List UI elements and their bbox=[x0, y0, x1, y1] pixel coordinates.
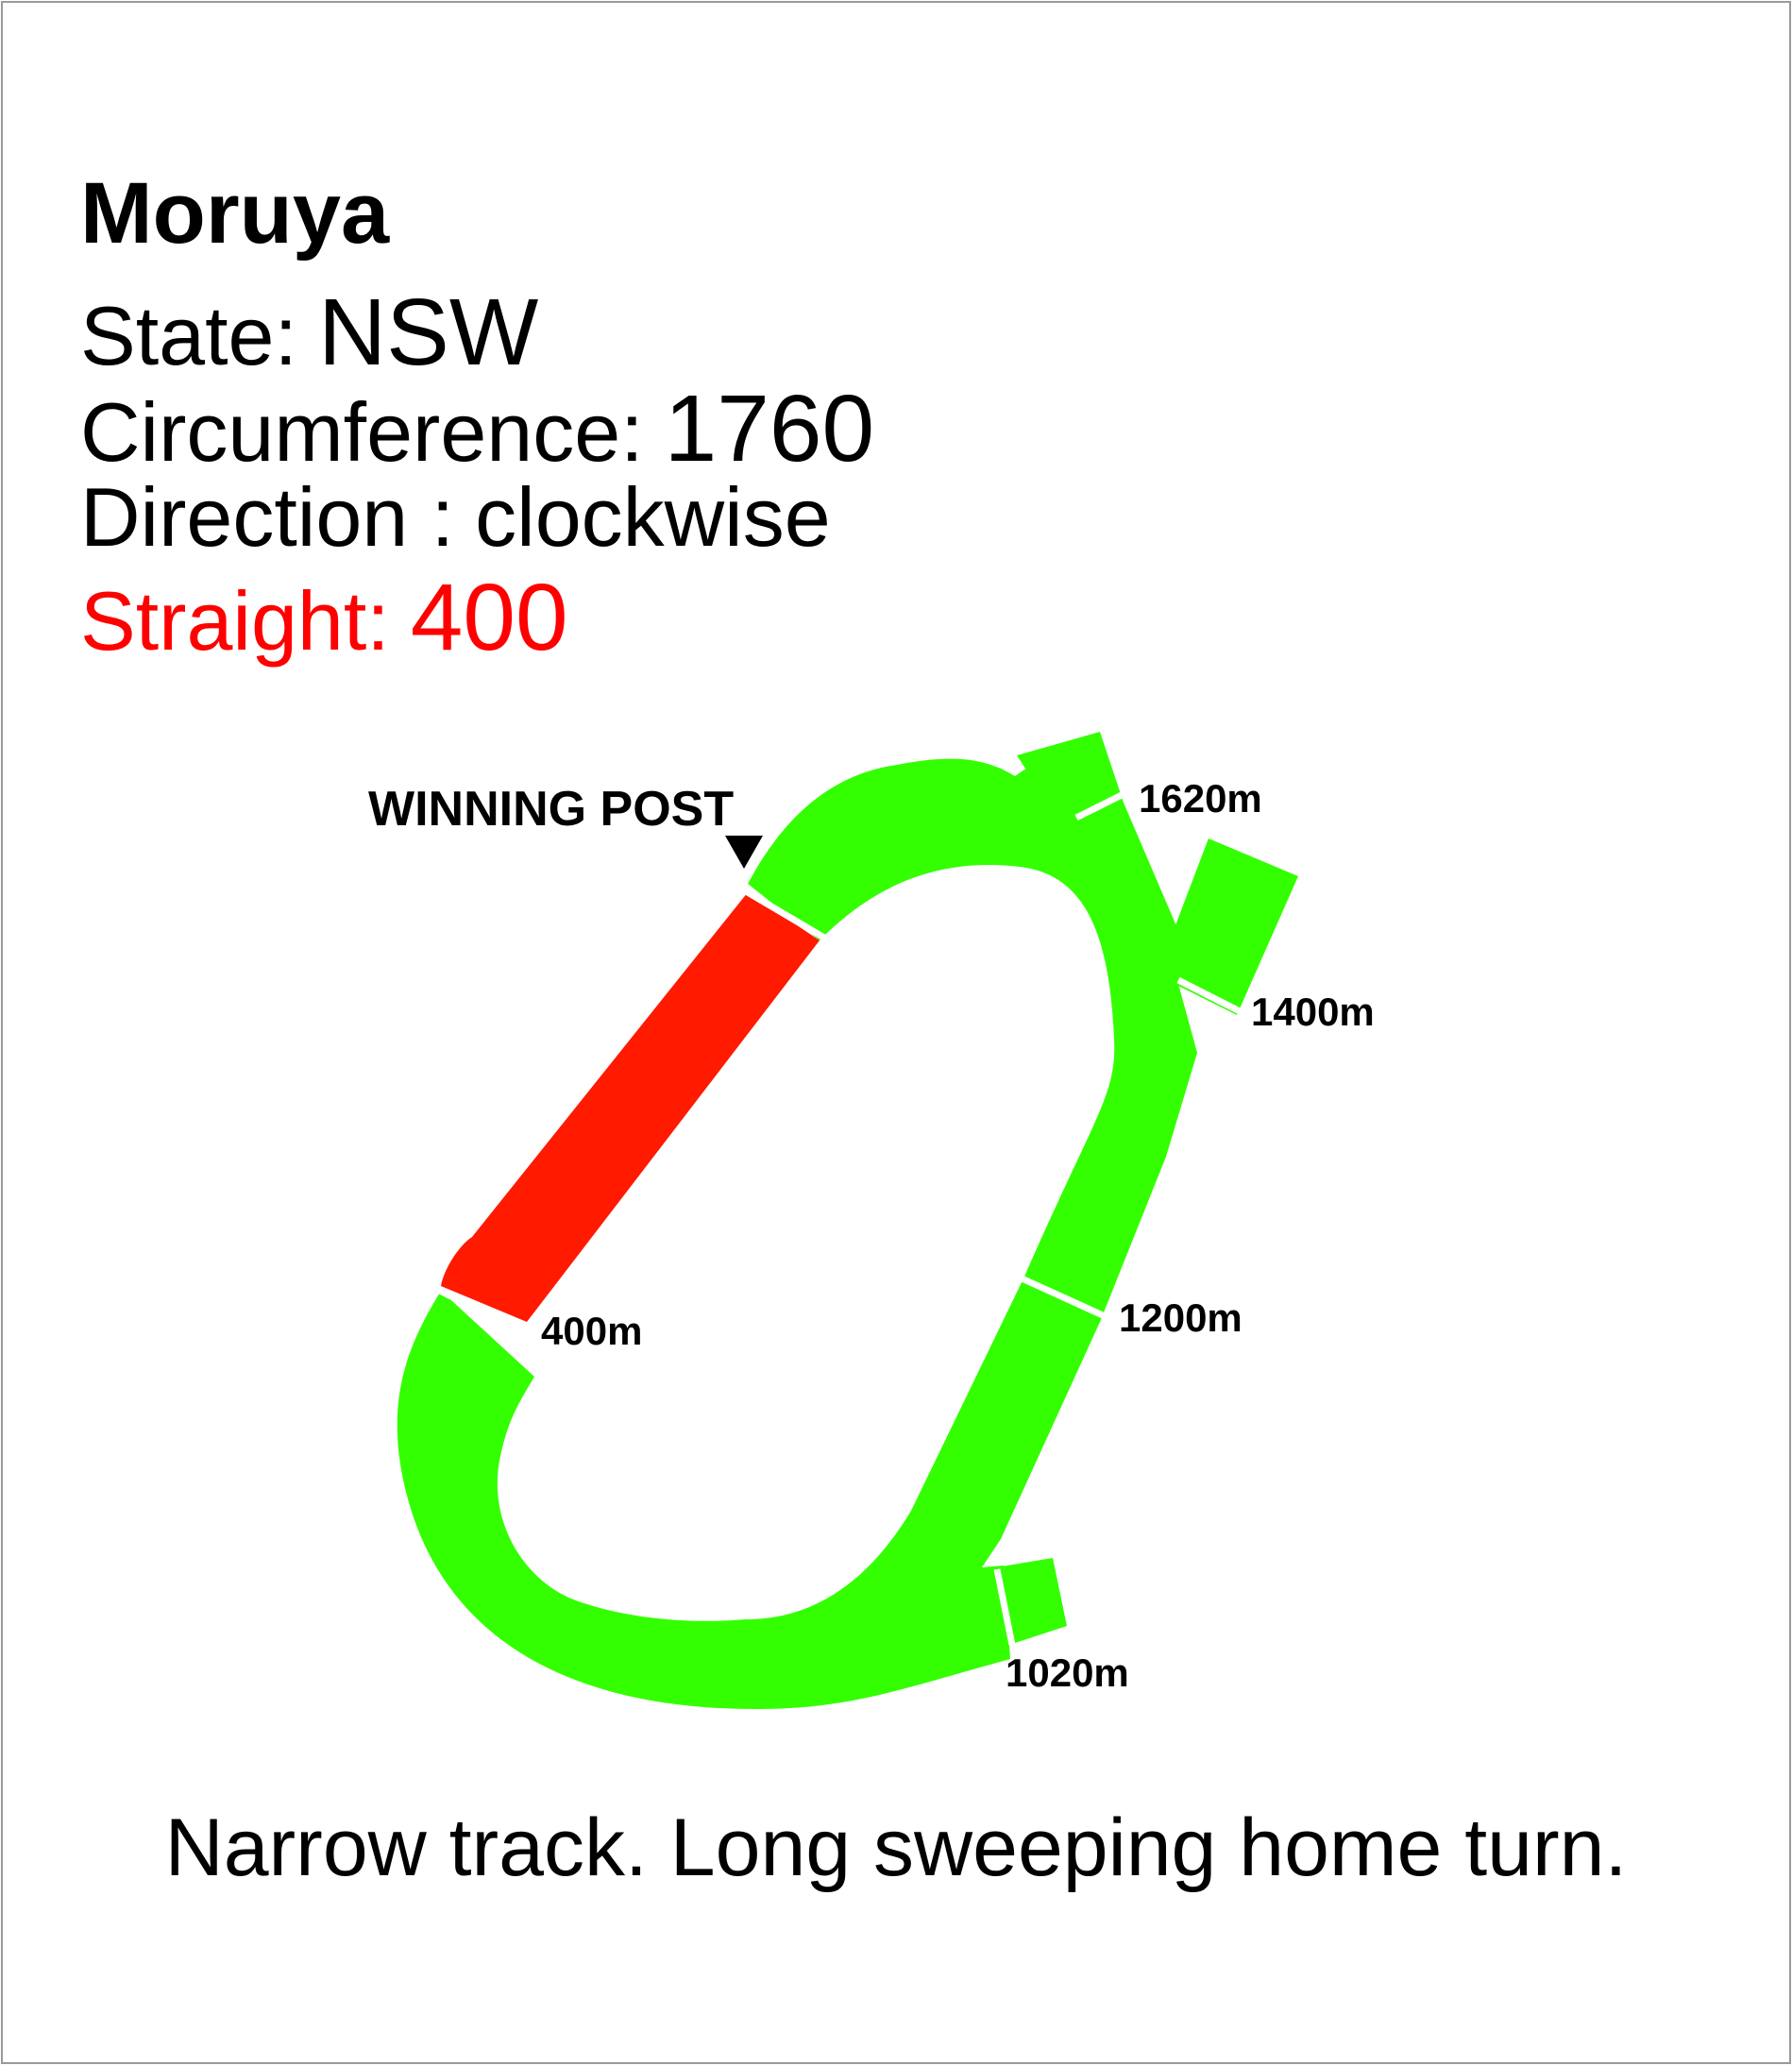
track-loop bbox=[397, 758, 1197, 1709]
marker-label-400: 400m bbox=[541, 1309, 642, 1353]
state-value: NSW bbox=[317, 279, 539, 385]
circumference-label: Circumference: bbox=[80, 385, 644, 479]
chute-1020 bbox=[996, 1558, 1067, 1643]
marker-label-1620: 1620m bbox=[1139, 776, 1262, 821]
track-name: Moruya bbox=[80, 165, 390, 262]
straight-label: Straight: bbox=[80, 574, 390, 668]
direction-value: clockwise bbox=[475, 470, 831, 564]
state-line: State:NSW bbox=[80, 285, 538, 380]
direction-line: Direction :clockwise bbox=[80, 476, 831, 559]
marker-label-1400: 1400m bbox=[1251, 990, 1375, 1034]
tick-400 bbox=[434, 1285, 540, 1345]
winning-post-tick bbox=[744, 888, 831, 944]
chute-1400 bbox=[1171, 838, 1298, 1015]
tick-1620 bbox=[1074, 789, 1127, 821]
home-straight bbox=[441, 892, 820, 1322]
straight-line: Straight:400 bbox=[80, 570, 568, 665]
tick-1400 bbox=[1176, 976, 1243, 1016]
marker-label-1200: 1200m bbox=[1119, 1295, 1243, 1340]
track-note: Narrow track. Long sweeping home turn. bbox=[164, 1803, 1628, 1893]
direction-label: Direction : bbox=[80, 470, 455, 564]
circumference-line: Circumference:1760 bbox=[80, 381, 874, 476]
marker-label-1020: 1020m bbox=[1006, 1650, 1129, 1695]
winning-post-label: WINNING POST bbox=[368, 782, 734, 837]
tick-1200 bbox=[1018, 1274, 1105, 1319]
circumference-value: 1760 bbox=[664, 376, 875, 482]
winning-post-icon bbox=[725, 836, 763, 869]
tick-1020 bbox=[993, 1568, 1016, 1646]
straight-value: 400 bbox=[410, 565, 568, 670]
state-label: State: bbox=[80, 289, 297, 382]
chute-1620 bbox=[1017, 732, 1180, 1010]
